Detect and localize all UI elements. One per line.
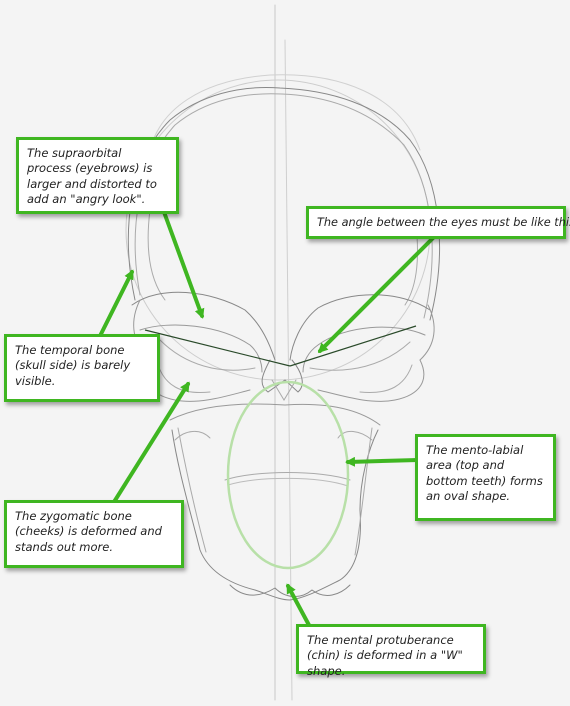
- supraorbital-callout: The supraorbital process (eyebrows) is l…: [16, 137, 179, 214]
- mento-labial-oval: [226, 380, 350, 570]
- mento-labial-callout: The mento-labial area (top and bottom te…: [415, 434, 556, 521]
- arrow-temporal: [98, 269, 134, 338]
- eye-angle-callout: The angle between the eyes must be like …: [306, 206, 570, 239]
- mental-protuberance-callout: The mental protuberance (chin) is deform…: [296, 624, 486, 678]
- temporal-bone-callout: The temporal bone (skull side) is barely…: [4, 334, 160, 402]
- skull-sketch: [125, 4, 441, 701]
- arrow-mento-labial: [345, 456, 420, 467]
- zygomatic-callout: The zygomatic bone (cheeks) is deformed …: [4, 500, 184, 568]
- arrow-mental-protuberance: [286, 583, 312, 629]
- callout-arrows: [98, 210, 438, 629]
- eye-angle-lines: [144, 325, 417, 367]
- arrow-supraorbital: [162, 210, 205, 319]
- arrow-zygomatic: [112, 381, 190, 504]
- arrow-eye-angle: [317, 233, 438, 354]
